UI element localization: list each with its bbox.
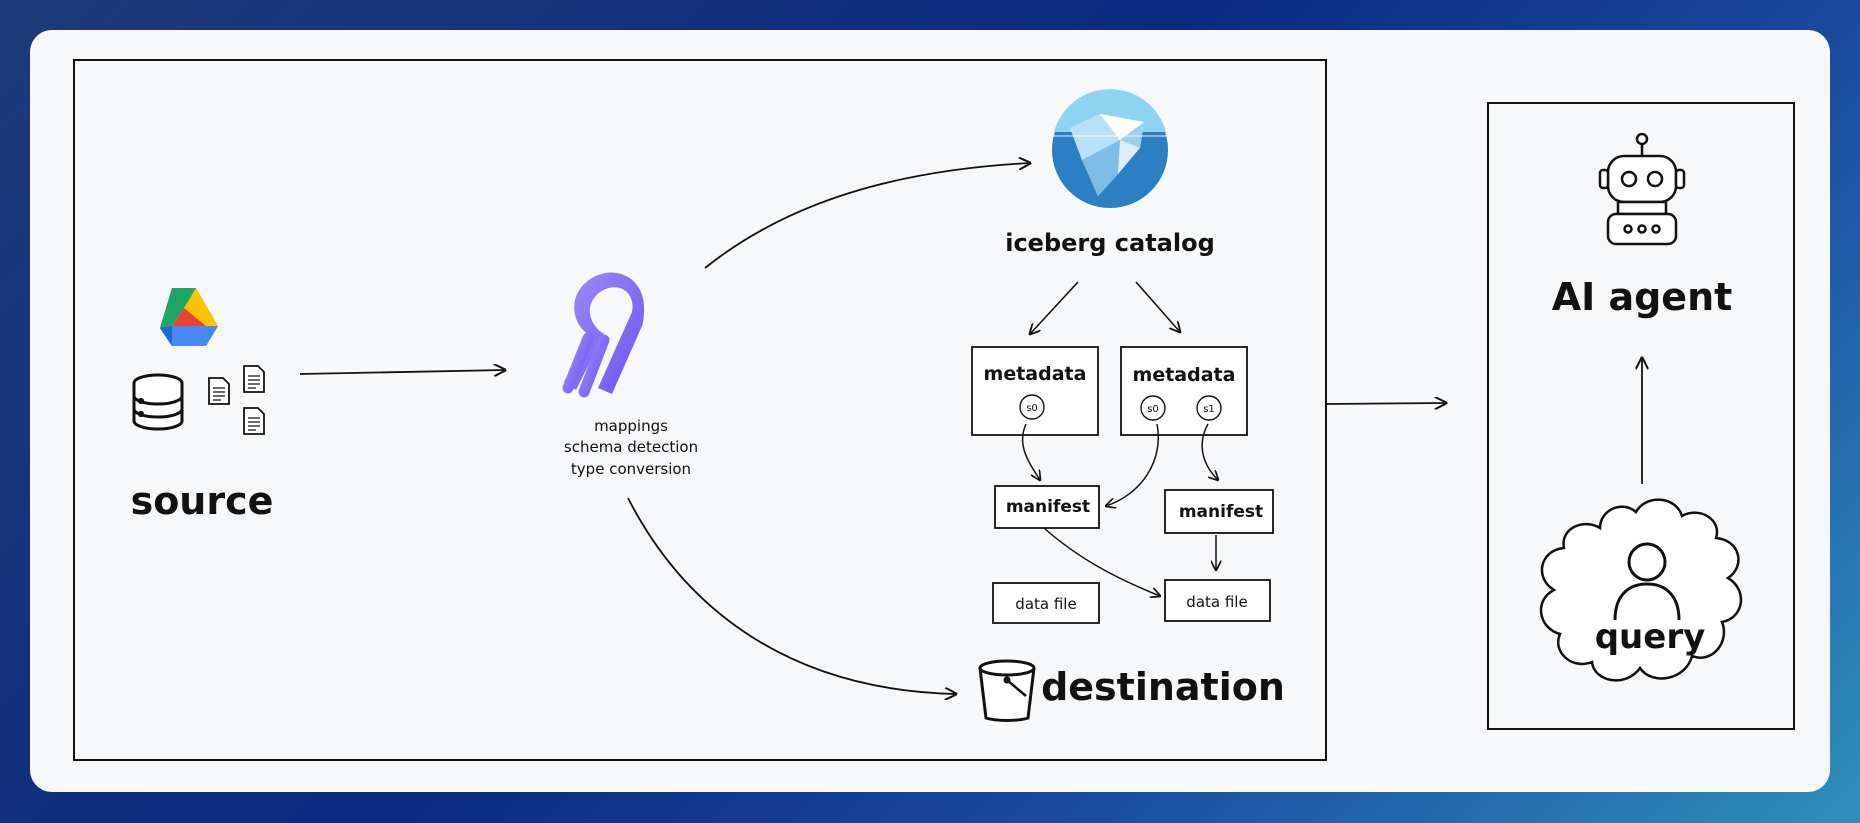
manifest-box-2: manifest [1164, 489, 1274, 534]
user-icon [1613, 542, 1681, 621]
arrow-s0-to-manifest-1 [1021, 423, 1040, 480]
arrow-catalog-to-metadata-1 [1030, 281, 1079, 334]
data-file-box-2: data file [1164, 579, 1271, 622]
arrow-pipeline-to-agent [1325, 403, 1446, 404]
diagram-card [30, 30, 1830, 792]
manifest-box-1: manifest [994, 485, 1100, 529]
arrow-source-to-airbyte [299, 370, 505, 374]
agent-label: AI agent [1552, 275, 1733, 319]
pipeline-frame [73, 59, 1327, 761]
agent-frame [1487, 102, 1795, 730]
robot-icon [1598, 132, 1686, 246]
arrow-airbyte-to-catalog [704, 163, 1030, 269]
metadata-label: metadata [1133, 364, 1236, 386]
data-file-box-1: data file [992, 582, 1100, 624]
arrow-manifest-1-to-data-file-2 [1043, 527, 1160, 596]
metadata-box-1: metadata s0 [971, 346, 1099, 436]
transform-line-1: mappings [594, 417, 668, 435]
arrow-s0b-to-manifest-1 [1106, 423, 1159, 506]
data-file-label: data file [1186, 593, 1247, 611]
destination-label: destination [1041, 665, 1285, 709]
data-file-label: data file [1015, 595, 1076, 613]
snapshot-label: s1 [1203, 404, 1215, 415]
iceberg-logo-icon [1052, 89, 1168, 208]
query-label: query [1595, 617, 1706, 657]
snapshot-label: s0 [1026, 403, 1038, 414]
metadata-box-2: metadata s0 s1 [1120, 346, 1248, 436]
bucket-icon [978, 659, 1036, 722]
transform-line-2: schema detection [564, 438, 698, 456]
metadata-label: metadata [984, 363, 1087, 385]
database-icon [132, 373, 184, 431]
arrow-s1-to-manifest-2 [1201, 423, 1218, 480]
query-cloud: query [1539, 498, 1743, 682]
transform-line-3: type conversion [571, 460, 691, 478]
document-icon [208, 377, 230, 405]
document-icon [243, 365, 265, 393]
airbyte-logo-icon [562, 272, 644, 398]
snapshot-label: s0 [1147, 404, 1159, 415]
google-drive-icon [160, 288, 218, 346]
document-icon [243, 407, 265, 435]
arrow-catalog-to-metadata-2 [1135, 281, 1180, 332]
catalog-label: iceberg catalog [1005, 229, 1215, 257]
manifest-label: manifest [1006, 497, 1090, 517]
document-icons [208, 365, 265, 435]
source-label: source [131, 479, 274, 523]
arrow-airbyte-to-destination [627, 497, 956, 694]
manifest-label: manifest [1179, 502, 1263, 522]
